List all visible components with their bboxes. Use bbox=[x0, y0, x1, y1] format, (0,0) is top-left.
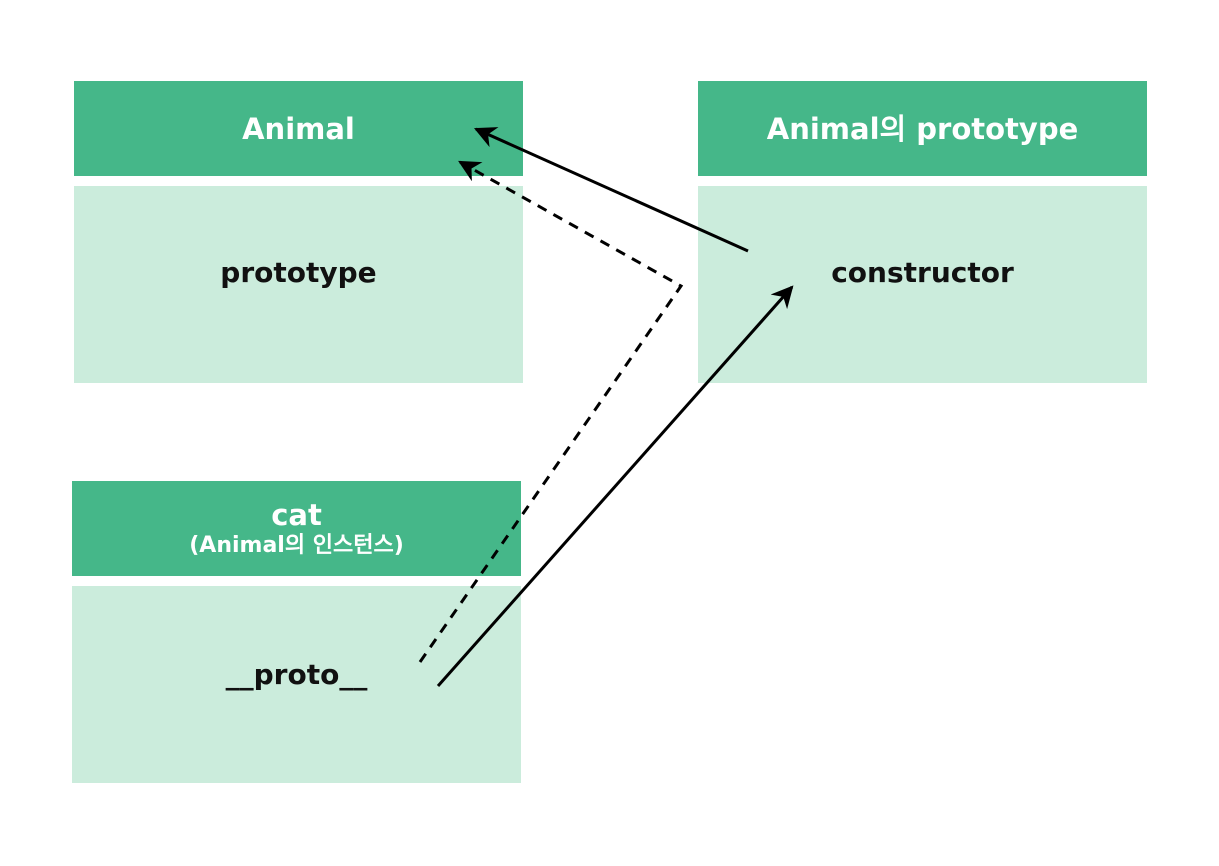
cat-header: cat (Animal의 인스턴스) bbox=[72, 481, 521, 576]
animal-title: Animal bbox=[242, 111, 355, 146]
constructor-property: constructor bbox=[831, 256, 1014, 289]
animal-box: Animal prototype bbox=[74, 81, 523, 383]
proto-property: __proto__ bbox=[225, 658, 368, 691]
cat-subtitle: (Animal의 인스턴스) bbox=[189, 532, 404, 558]
animal-prototype-header: Animal의 prototype bbox=[698, 81, 1147, 176]
animal-prototype-box: Animal의 prototype constructor bbox=[698, 81, 1147, 383]
cat-body: __proto__ bbox=[72, 586, 521, 783]
animal-prototype-property: prototype bbox=[220, 256, 377, 289]
animal-header: Animal bbox=[74, 81, 523, 176]
cat-box: cat (Animal의 인스턴스) __proto__ bbox=[72, 481, 521, 783]
animal-prototype-body: constructor bbox=[698, 186, 1147, 383]
animal-body: prototype bbox=[74, 186, 523, 383]
cat-title: cat bbox=[271, 497, 322, 532]
animal-prototype-title: Animal의 prototype bbox=[766, 111, 1079, 146]
